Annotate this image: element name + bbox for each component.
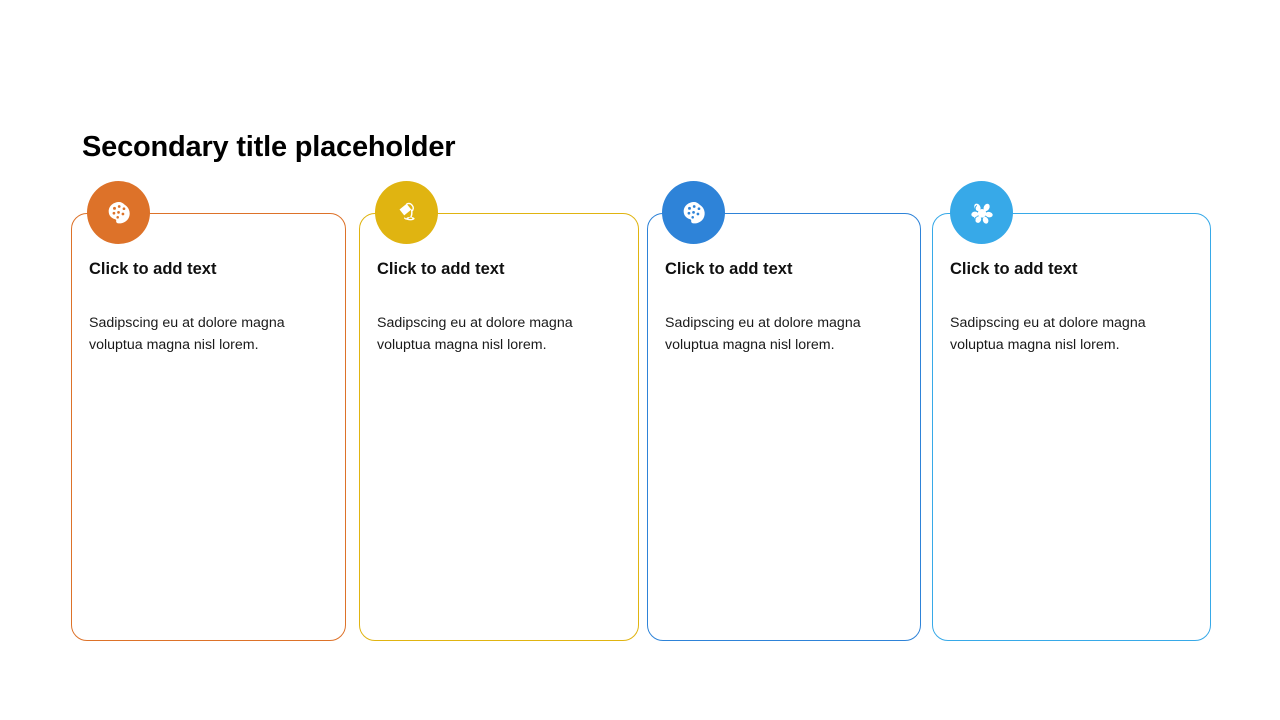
paint-splatter-icon (966, 197, 998, 229)
card-1-body: Click to add text Sadipscing eu at dolor… (89, 259, 331, 356)
card-2-icon-badge[interactable] (375, 181, 438, 244)
card-2-heading[interactable]: Click to add text (377, 260, 505, 278)
palette-icon (679, 198, 709, 228)
card-3-text[interactable]: Sadipscing eu at dolore magna voluptua m… (665, 314, 861, 353)
palette-icon (104, 198, 134, 228)
card-4[interactable]: Click to add text Sadipscing eu at dolor… (932, 213, 1211, 641)
card-1-heading[interactable]: Click to add text (89, 260, 217, 278)
card-1[interactable]: Click to add text Sadipscing eu at dolor… (71, 213, 346, 641)
card-4-heading[interactable]: Click to add text (950, 260, 1078, 278)
paint-bucket-pour-icon (392, 198, 422, 228)
card-1-text[interactable]: Sadipscing eu at dolore magna voluptua m… (89, 314, 285, 353)
card-2-text[interactable]: Sadipscing eu at dolore magna voluptua m… (377, 314, 573, 353)
card-4-body: Click to add text Sadipscing eu at dolor… (950, 259, 1196, 356)
page-title[interactable]: Secondary title placeholder (82, 131, 456, 163)
card-2-body: Click to add text Sadipscing eu at dolor… (377, 259, 624, 356)
card-4-icon-badge[interactable] (950, 181, 1013, 244)
card-1-icon-badge[interactable] (87, 181, 150, 244)
card-3[interactable]: Click to add text Sadipscing eu at dolor… (647, 213, 921, 641)
card-2[interactable]: Click to add text Sadipscing eu at dolor… (359, 213, 639, 641)
card-3-heading[interactable]: Click to add text (665, 260, 793, 278)
card-3-body: Click to add text Sadipscing eu at dolor… (665, 259, 906, 356)
card-3-icon-badge[interactable] (662, 181, 725, 244)
card-4-text[interactable]: Sadipscing eu at dolore magna voluptua m… (950, 314, 1146, 353)
